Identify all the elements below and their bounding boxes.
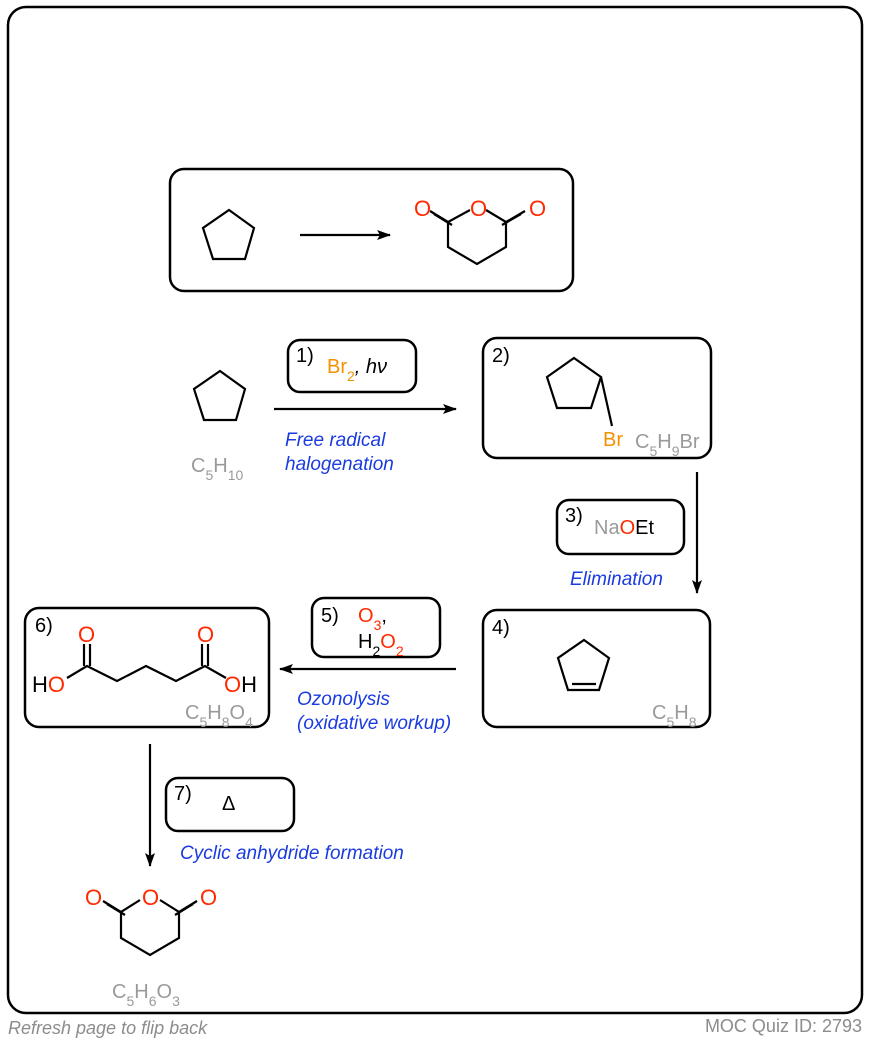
oxygen-label: O	[142, 885, 159, 910]
cyclopentene-structure	[556, 638, 611, 692]
card-frame	[6, 5, 864, 1015]
oxygen-label: O	[529, 196, 546, 221]
step4-box	[481, 608, 712, 729]
hydroxyl-label: HO	[32, 672, 65, 697]
step1-reagent: Br2, hν	[327, 356, 387, 384]
step2-number: 2)	[492, 345, 510, 367]
formula-c5h10: C5H10	[191, 455, 243, 483]
oxygen-label: O	[78, 622, 95, 647]
step6-number: 6)	[35, 615, 53, 637]
step5-reagent-line2: H2O2	[358, 631, 404, 659]
oxygen-label: O	[85, 885, 102, 910]
step4-number: 4)	[492, 617, 510, 639]
step7-number: 7)	[174, 783, 192, 805]
step5-caption: (oxidative workup)	[297, 713, 451, 734]
formula-c5h6o3: C5H6O3	[112, 981, 180, 1009]
bromine-label: Br	[603, 429, 623, 451]
step1-caption: Free radical	[285, 430, 386, 451]
step5-reagent-box	[310, 596, 442, 659]
step1-number: 1)	[296, 345, 314, 367]
oxygen-label: O	[414, 196, 431, 221]
step2-box	[481, 336, 713, 460]
step1-caption: halogenation	[285, 454, 394, 475]
step5-caption: Ozonolysis	[297, 689, 390, 710]
refresh-hint: Refresh page to flip back	[8, 1018, 208, 1038]
step3-caption: Elimination	[570, 569, 663, 590]
step5-number: 5)	[321, 605, 339, 627]
oxygen-label: O	[470, 196, 487, 221]
cyclopentane-structure	[192, 369, 247, 422]
glutaric-acid-structure	[66, 644, 227, 683]
bromocyclopentane-structure	[545, 356, 614, 427]
step7-reagent-box	[164, 776, 296, 833]
glutaric-anhydride-structure	[102, 899, 198, 957]
glutaric-anhydride-structure	[429, 209, 526, 266]
step3-reagent: NaOEt	[594, 517, 654, 539]
cyclopentane-structure	[201, 208, 256, 261]
formula-c5h8: C5H8	[652, 702, 697, 730]
hydroxyl-label: OH	[224, 672, 257, 697]
step6-box	[23, 606, 271, 729]
step7-caption: Cyclic anhydride formation	[180, 843, 404, 864]
formula-c5h8o4: C5H8O4	[185, 702, 253, 730]
step3-number: 3)	[565, 505, 583, 527]
oxygen-label: O	[197, 622, 214, 647]
step1-reagent-box	[286, 338, 418, 394]
target-box: O O O	[168, 167, 575, 293]
formula-c5h9br: C5H9Br	[635, 431, 700, 459]
step7-reagent: Δ	[222, 793, 235, 815]
oxygen-label: O	[200, 885, 217, 910]
step3-reagent-box	[555, 498, 686, 556]
step5-reagent-line1: O3,	[358, 605, 387, 633]
quiz-id: MOC Quiz ID: 2793	[704, 1016, 862, 1036]
